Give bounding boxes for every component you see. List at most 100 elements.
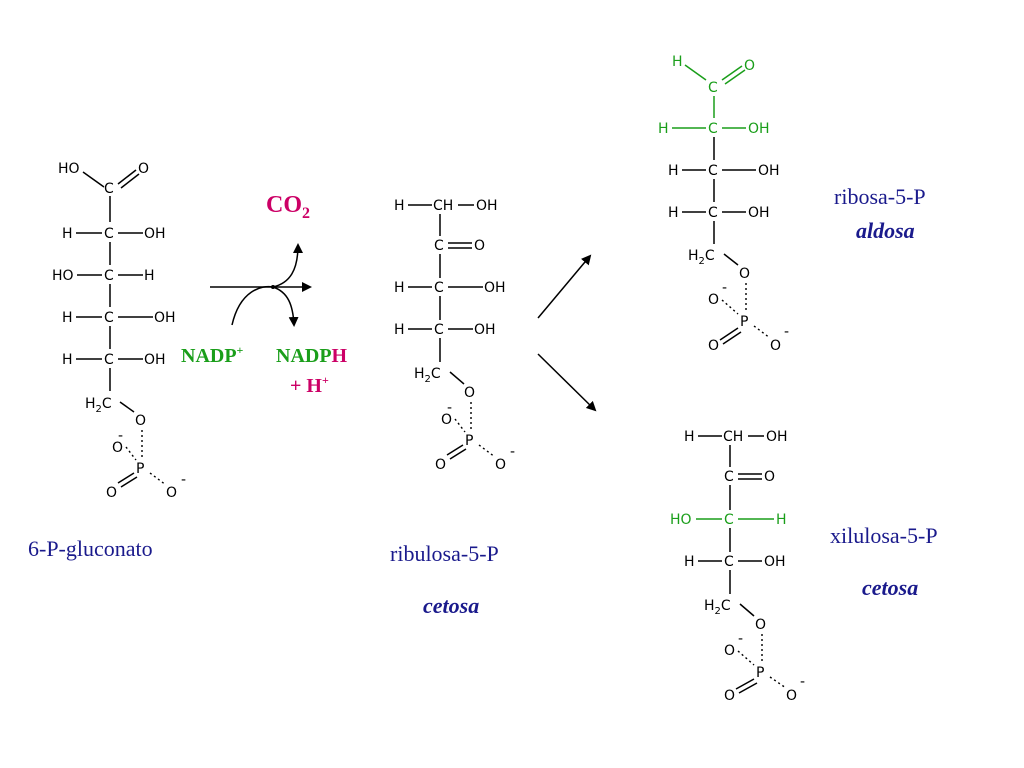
atom-ch2: H2C xyxy=(85,396,112,415)
atom-p: P xyxy=(136,461,144,477)
molecule-ribulose-5-p: H CH OH C O H C OH H C OH H2C O - O P O xyxy=(394,198,515,473)
atom-o-ester: O xyxy=(755,617,766,633)
atom-o-minus: O xyxy=(441,412,452,428)
atom-minus: - xyxy=(722,280,727,296)
label-xylulose-5-p: xilulosa-5-P xyxy=(830,523,938,548)
atom-ho: HO xyxy=(52,268,74,284)
atom-c4: C xyxy=(434,322,444,338)
atom-o-minus: O xyxy=(495,457,506,473)
label-ribose-type: aldosa xyxy=(856,218,915,243)
atom-minus: - xyxy=(510,444,515,460)
atom-minus: - xyxy=(181,472,186,488)
atom-c3: C xyxy=(708,163,718,179)
atom-h: H xyxy=(144,268,155,284)
atom-h: H xyxy=(658,121,669,137)
atom-oh: OH xyxy=(766,429,788,445)
arrow-to-ribose xyxy=(537,254,592,319)
atom-minus: - xyxy=(118,428,123,444)
atom-h: H xyxy=(684,554,695,570)
atom-oh: OH xyxy=(476,198,498,214)
atom-h: H xyxy=(62,352,73,368)
nadph-label: NADPH xyxy=(276,345,348,367)
label-ribulose-5-p: ribulosa-5-P xyxy=(390,541,499,566)
atom-o: O xyxy=(724,688,735,704)
atom-c4: C xyxy=(708,205,718,221)
atom-o-minus: O xyxy=(708,292,719,308)
atom-oh: OH xyxy=(474,322,496,338)
atom-ch2: H2C xyxy=(414,366,441,385)
atom-p: P xyxy=(740,314,748,330)
atom-h: H xyxy=(668,163,679,179)
atom-c1: C xyxy=(104,181,114,197)
atom-o-ester: O xyxy=(135,413,146,429)
atom-c2: C xyxy=(724,469,734,485)
atom-h: H xyxy=(62,226,73,242)
atom-o: O xyxy=(435,457,446,473)
atom-c2: C xyxy=(104,226,114,242)
atom-o: O xyxy=(708,338,719,354)
atom-h: H xyxy=(776,512,787,528)
atom-h: H xyxy=(62,310,73,326)
atom-ho: HO xyxy=(670,512,692,528)
atom-h: H xyxy=(394,322,405,338)
atom-oh: OH xyxy=(484,280,506,296)
atom-o: O xyxy=(138,161,149,177)
atom-o: O xyxy=(764,469,775,485)
atom-oh: OH xyxy=(144,226,166,242)
atom-p: P xyxy=(465,433,473,449)
atom-c1: C xyxy=(708,80,718,96)
label-6-p-gluconate: 6-P-gluconato xyxy=(28,536,153,561)
atom-o-minus: O xyxy=(724,643,735,659)
atom-ho: HO xyxy=(58,161,80,177)
atom-h: H xyxy=(684,429,695,445)
atom-o: O xyxy=(744,58,755,74)
atom-ch2: H2C xyxy=(704,598,731,617)
molecule-ribose-5-p: H C O H C OH H C OH H C OH H2C O - O P xyxy=(658,54,789,354)
atom-oh: OH xyxy=(748,121,770,137)
label-xylulose-type: cetosa xyxy=(862,575,918,600)
atom-minus: - xyxy=(738,631,743,647)
atom-ch: CH xyxy=(723,429,743,445)
molecule-6-p-gluconate: HO C O H C OH HO C H H C OH H C OH H2C O… xyxy=(52,161,186,501)
reaction-arrows xyxy=(210,243,312,327)
atom-c3: C xyxy=(104,268,114,284)
co2-label: CO2 xyxy=(266,192,310,222)
atom-c4: C xyxy=(104,310,114,326)
atom-h: H xyxy=(672,54,683,70)
atom-o-ester: O xyxy=(739,266,750,282)
atom-o-minus: O xyxy=(786,688,797,704)
atom-o-minus: O xyxy=(770,338,781,354)
nadp-label: NADP+ xyxy=(181,343,244,367)
atom-c2: C xyxy=(434,238,444,254)
atom-o: O xyxy=(106,485,117,501)
atom-p: P xyxy=(756,665,764,681)
atom-c4: C xyxy=(724,554,734,570)
atom-ch2: H2C xyxy=(688,248,715,267)
atom-c2: C xyxy=(708,121,718,137)
atom-oh: OH xyxy=(154,310,176,326)
atom-o-ester: O xyxy=(464,385,475,401)
atom-o-minus: O xyxy=(112,440,123,456)
label-ribulose-type: cetosa xyxy=(423,593,479,618)
atom-c3: C xyxy=(724,512,734,528)
atom-minus: - xyxy=(784,324,789,340)
atom-c5: C xyxy=(104,352,114,368)
atom-o: O xyxy=(474,238,485,254)
atom-oh: OH xyxy=(764,554,786,570)
atom-ch: CH xyxy=(433,198,453,214)
atom-oh: OH xyxy=(758,163,780,179)
atom-o-minus: O xyxy=(166,485,177,501)
atom-oh: OH xyxy=(144,352,166,368)
h-plus-label: + H+ xyxy=(290,373,329,397)
arrow-to-xylulose xyxy=(537,353,597,412)
atom-oh: OH xyxy=(748,205,770,221)
atom-h: H xyxy=(668,205,679,221)
atom-h: H xyxy=(394,280,405,296)
atom-h: H xyxy=(394,198,405,214)
molecule-xylulose-5-p: H CH OH C O HO C H H C OH H2C O - O P O xyxy=(670,429,805,704)
label-ribose-5-p: ribosa-5-P xyxy=(834,184,926,209)
atom-minus: - xyxy=(447,400,452,416)
atom-c3: C xyxy=(434,280,444,296)
atom-minus: - xyxy=(800,674,805,690)
